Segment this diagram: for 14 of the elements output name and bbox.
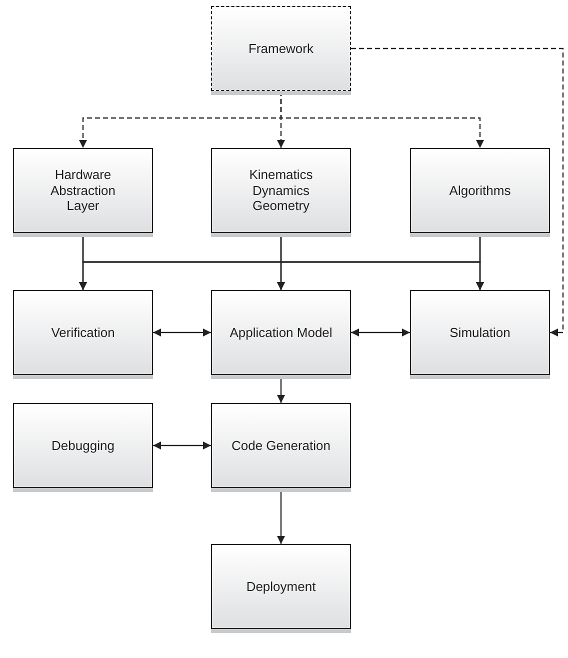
box-label: Kinematics Dynamics Geometry	[248, 167, 314, 214]
box-label: Debugging	[52, 438, 114, 454]
box-label: Framework	[248, 40, 314, 56]
box-label: Verification	[51, 324, 115, 340]
box-label: Deployment	[246, 578, 316, 594]
box-label: Application Model	[230, 324, 332, 340]
arrow	[153, 442, 211, 450]
box-label: Simulation	[450, 324, 510, 340]
arrow	[351, 328, 410, 336]
box-label: Algorithms	[449, 182, 511, 198]
arrow	[351, 48, 564, 336]
box-label: Code Generation	[231, 438, 330, 454]
arrow	[153, 328, 211, 336]
box-label: Hardware Abstraction Layer	[49, 167, 117, 214]
